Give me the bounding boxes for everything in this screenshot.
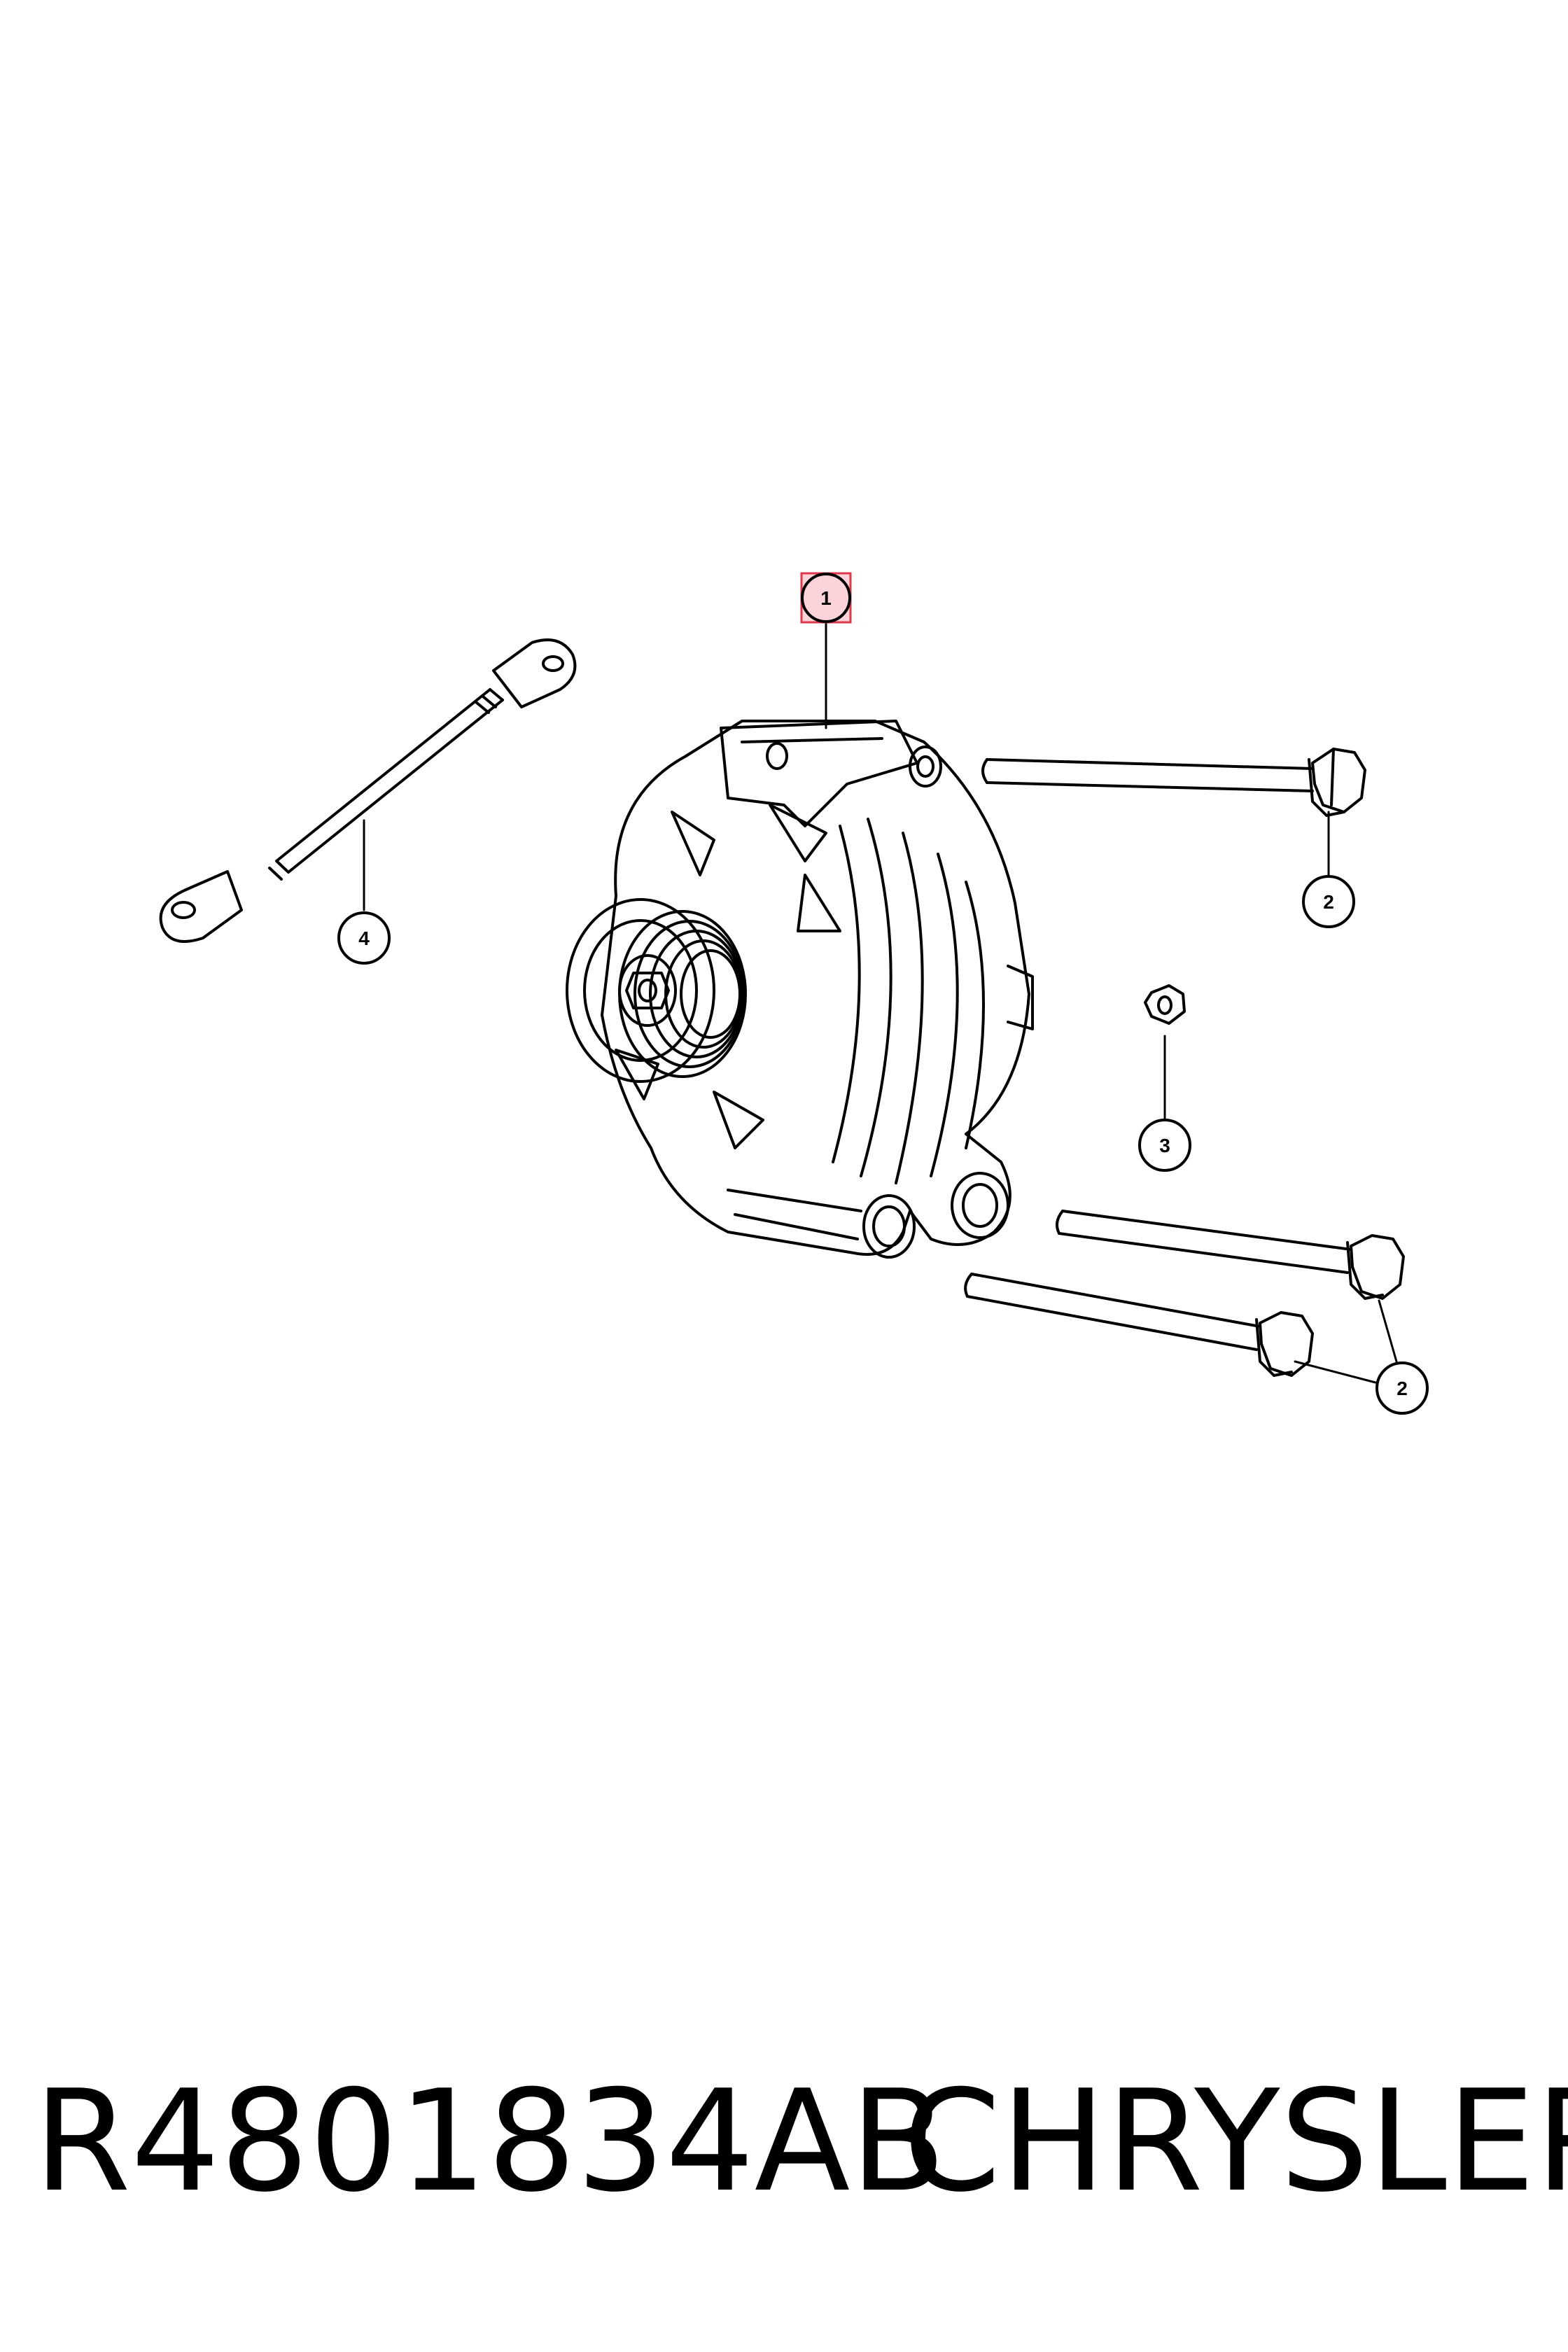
bolt-top-part xyxy=(981,748,1366,817)
ground-strap-part xyxy=(159,638,577,943)
part-number-text: R4801834AB xyxy=(34,2060,946,2223)
callout-1[interactable]: 1 xyxy=(800,572,852,624)
callout-3-label: 3 xyxy=(1159,1135,1170,1156)
leader-lines xyxy=(363,620,1398,1384)
alternator-part xyxy=(566,720,1034,1259)
callout-3[interactable]: 3 xyxy=(1138,1119,1191,1172)
nut-part xyxy=(1144,984,1186,1025)
callout-2-upper-label: 2 xyxy=(1323,891,1334,913)
callout-2-lower-label: 2 xyxy=(1396,1378,1408,1399)
callout-2-upper[interactable]: 2 xyxy=(1302,875,1355,928)
bolt-middle-part xyxy=(1055,1210,1405,1300)
callout-4[interactable]: 4 xyxy=(337,911,391,965)
bolt-bottom-part xyxy=(964,1273,1314,1377)
callout-2-lower[interactable]: 2 xyxy=(1376,1362,1429,1415)
brand-name-text: CHRYSLER xyxy=(903,2060,1568,2223)
callout-1-label: 1 xyxy=(820,587,832,609)
callout-4-label: 4 xyxy=(358,927,370,949)
